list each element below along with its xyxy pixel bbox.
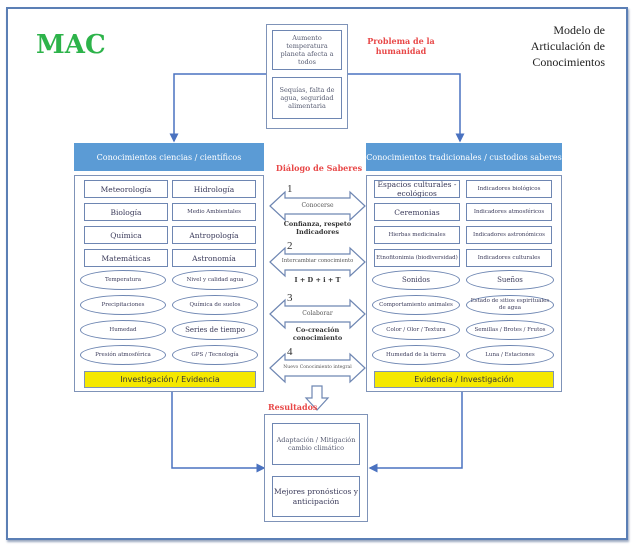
knowledge-cell: Hierbas medicinales: [374, 226, 460, 244]
knowledge-cell: Hidrología: [172, 180, 256, 198]
knowledge-cell: Ceremonias: [374, 203, 460, 221]
model-title-line: Modelo de: [553, 23, 605, 37]
step-action: Colaborar: [302, 310, 333, 317]
indicator-ellipse: Color / Olor / Textura: [372, 320, 460, 340]
diagram-frame: [6, 7, 628, 540]
step-outcome-line: Co-creación: [295, 326, 340, 334]
step-outcome-line: Confianza, respeto: [283, 220, 352, 228]
indicator-ellipse: Humedad: [80, 320, 166, 340]
right-footer: Evidencia / Investigación: [374, 371, 554, 388]
step-number: 1: [287, 183, 293, 195]
indicator-ellipse: Estado de sitios espirituales de agua: [466, 295, 554, 315]
step-outcome-line: conocimiento: [292, 334, 343, 342]
knowledge-cell: Meteorología: [84, 180, 168, 198]
connector-left-to-results: [171, 392, 266, 473]
results-down-arrow: [304, 385, 330, 411]
problem-item: Sequías, falta de agua, seguridad alimen…: [272, 77, 342, 119]
dialog-label: Diálogo de Saberes: [275, 163, 363, 173]
knowledge-cell: Antropología: [172, 226, 256, 244]
dialog-arrow-1: [269, 190, 366, 222]
indicator-ellipse: Química de suelos: [172, 295, 258, 315]
step-outcome: Co-creación conocimiento: [280, 326, 355, 342]
dialog-arrow-4: [269, 352, 366, 384]
problem-label: Problema de la humanidad: [366, 36, 436, 56]
problem-item: Aumento temperatura planeta afecta a tod…: [272, 30, 342, 70]
knowledge-cell: Etnofitonimia (biodiversidad): [374, 249, 460, 267]
indicator-ellipse: Humedad de la tierra: [372, 345, 460, 365]
problem-label-line: humanidad: [375, 46, 427, 56]
knowledge-cell: Indicadores culturales: [466, 249, 552, 267]
indicator-ellipse: Semillas / Brotes / Frutos: [466, 320, 554, 340]
dialog-arrow-3: [269, 298, 366, 330]
step-action: Nuevo Conocimiento integral: [283, 365, 352, 370]
indicator-ellipse: GPS / Tecnología: [172, 345, 258, 365]
knowledge-cell: Espacios culturales - ecológicos: [374, 180, 460, 198]
knowledge-cell: Astronomía: [172, 249, 256, 267]
indicator-ellipse: Nivel y calidad agua: [172, 270, 258, 290]
knowledge-cell: Química: [84, 226, 168, 244]
connector-right-to-results: [368, 392, 463, 473]
connector-problem-to-right: [348, 73, 465, 143]
problem-label-line: Problema de la: [367, 36, 435, 46]
indicator-ellipse: Precipitaciones: [80, 295, 166, 315]
knowledge-cell: Biología: [84, 203, 168, 221]
step-action: Conocerse: [301, 202, 334, 209]
knowledge-cell: Matemáticas: [84, 249, 168, 267]
knowledge-cell: Indicadores astronómicos: [466, 226, 552, 244]
knowledge-cell: Indicadores atmosféricos: [466, 203, 552, 221]
step-number: 2: [287, 240, 293, 252]
result-item: Mejores pronósticos y anticipación: [272, 476, 360, 517]
step-number: 4: [287, 346, 293, 358]
results-label: Resultados: [268, 402, 318, 412]
left-footer: Investigación / Evidencia: [84, 371, 256, 388]
mac-title: MAC: [36, 30, 106, 60]
indicator-ellipse: Sueños: [466, 270, 554, 290]
indicator-ellipse: Comportamiento animales: [372, 295, 460, 315]
indicator-ellipse: Series de tiempo: [172, 320, 258, 340]
step-number: 3: [287, 292, 293, 304]
step-outcome-line: Indicadores: [295, 228, 340, 236]
knowledge-cell: Indicadores biológicos: [466, 180, 552, 198]
step-outcome: Confianza, respeto Indicadores: [280, 220, 355, 236]
right-header: Conocimientos tradicionales / custodios …: [366, 143, 562, 171]
step-action: Intercambiar conocimiento: [281, 258, 354, 264]
left-header: Conocimientos ciencias / científicos: [74, 143, 264, 171]
result-item: Adaptación / Mitigación cambio climático: [272, 423, 360, 465]
indicator-ellipse: Presión atmosférica: [80, 345, 166, 365]
knowledge-cell: Medio Ambientales: [172, 203, 256, 221]
indicator-ellipse: Temperatura: [80, 270, 166, 290]
model-title-line: Conocimientos: [532, 55, 605, 69]
dialog-arrow-2: [269, 246, 366, 278]
indicator-ellipse: Luna / Estaciones: [466, 345, 554, 365]
model-title: Modelo de Articulación de Conocimientos: [505, 22, 605, 70]
connector-problem-to-left: [169, 73, 266, 143]
model-title-line: Articulación de: [530, 39, 605, 53]
indicator-ellipse: Sonidos: [372, 270, 460, 290]
step-outcome: I + D + i + T: [294, 276, 341, 284]
